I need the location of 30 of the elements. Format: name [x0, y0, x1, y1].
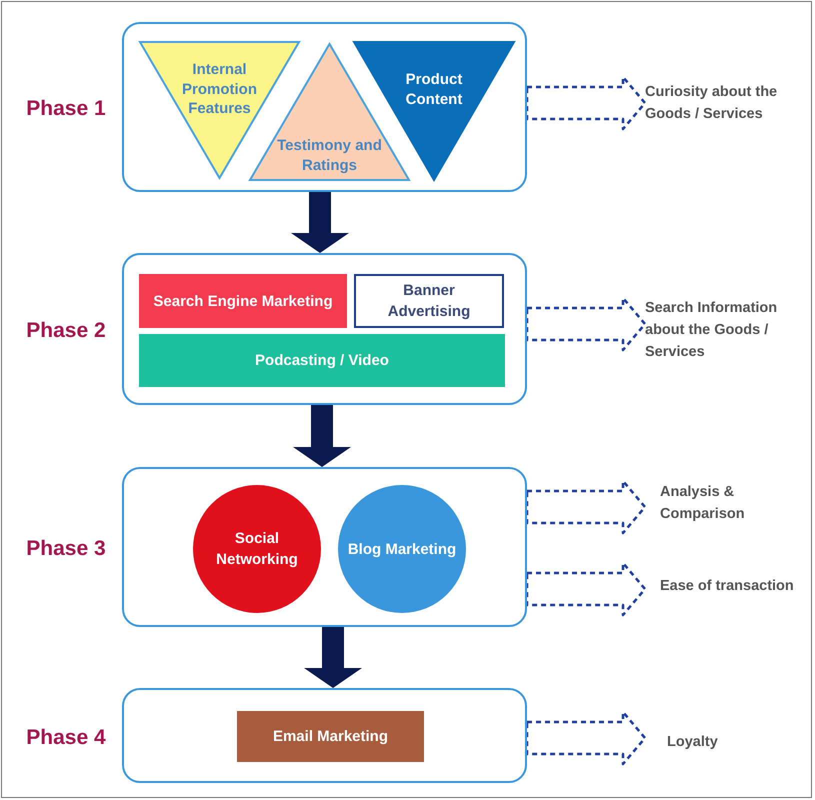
label-block: [237, 711, 424, 762]
label-block: [139, 334, 505, 387]
triangle-label: Testimony and Ratings: [276, 136, 383, 175]
phase-title: Phase 2: [25, 318, 107, 344]
block-label: Banner Advertising: [386, 281, 472, 322]
phase-title: Phase 1: [25, 96, 107, 122]
block-label: Social Networking: [215, 529, 299, 570]
dashed-outline-arrow: [526, 710, 646, 766]
outcome-text: Search Information about the Goods / Services: [645, 299, 778, 362]
label-block: [354, 274, 504, 328]
dashed-outline-arrow: [526, 562, 646, 616]
dashed-outline-arrow: [526, 76, 646, 130]
phase-title: Phase 3: [25, 536, 107, 562]
outcome-text: Analysis & Comparison: [660, 483, 746, 524]
outcome-text: Ease of transaction: [660, 577, 795, 596]
block-arrow: [291, 192, 349, 253]
block-label: Search Engine Marketing: [153, 292, 333, 312]
dashed-outline-arrow: [526, 480, 646, 534]
triangle-label: Product Content: [404, 70, 464, 109]
block-arrow: [304, 627, 362, 688]
phase-title: Phase 4: [25, 724, 107, 750]
block-label: Podcasting / Video: [255, 351, 389, 371]
triangle-label: Internal Promotion Features: [181, 60, 258, 118]
block-arrow: [293, 405, 351, 467]
block-label: Blog Marketing: [348, 540, 456, 560]
block-label: Email Marketing: [272, 727, 388, 747]
label-block: [139, 274, 347, 328]
outcome-text: Loyalty: [667, 733, 719, 752]
dashed-outline-arrow: [526, 296, 646, 352]
outcome-text: Curiosity about the Goods / Services: [645, 83, 778, 124]
